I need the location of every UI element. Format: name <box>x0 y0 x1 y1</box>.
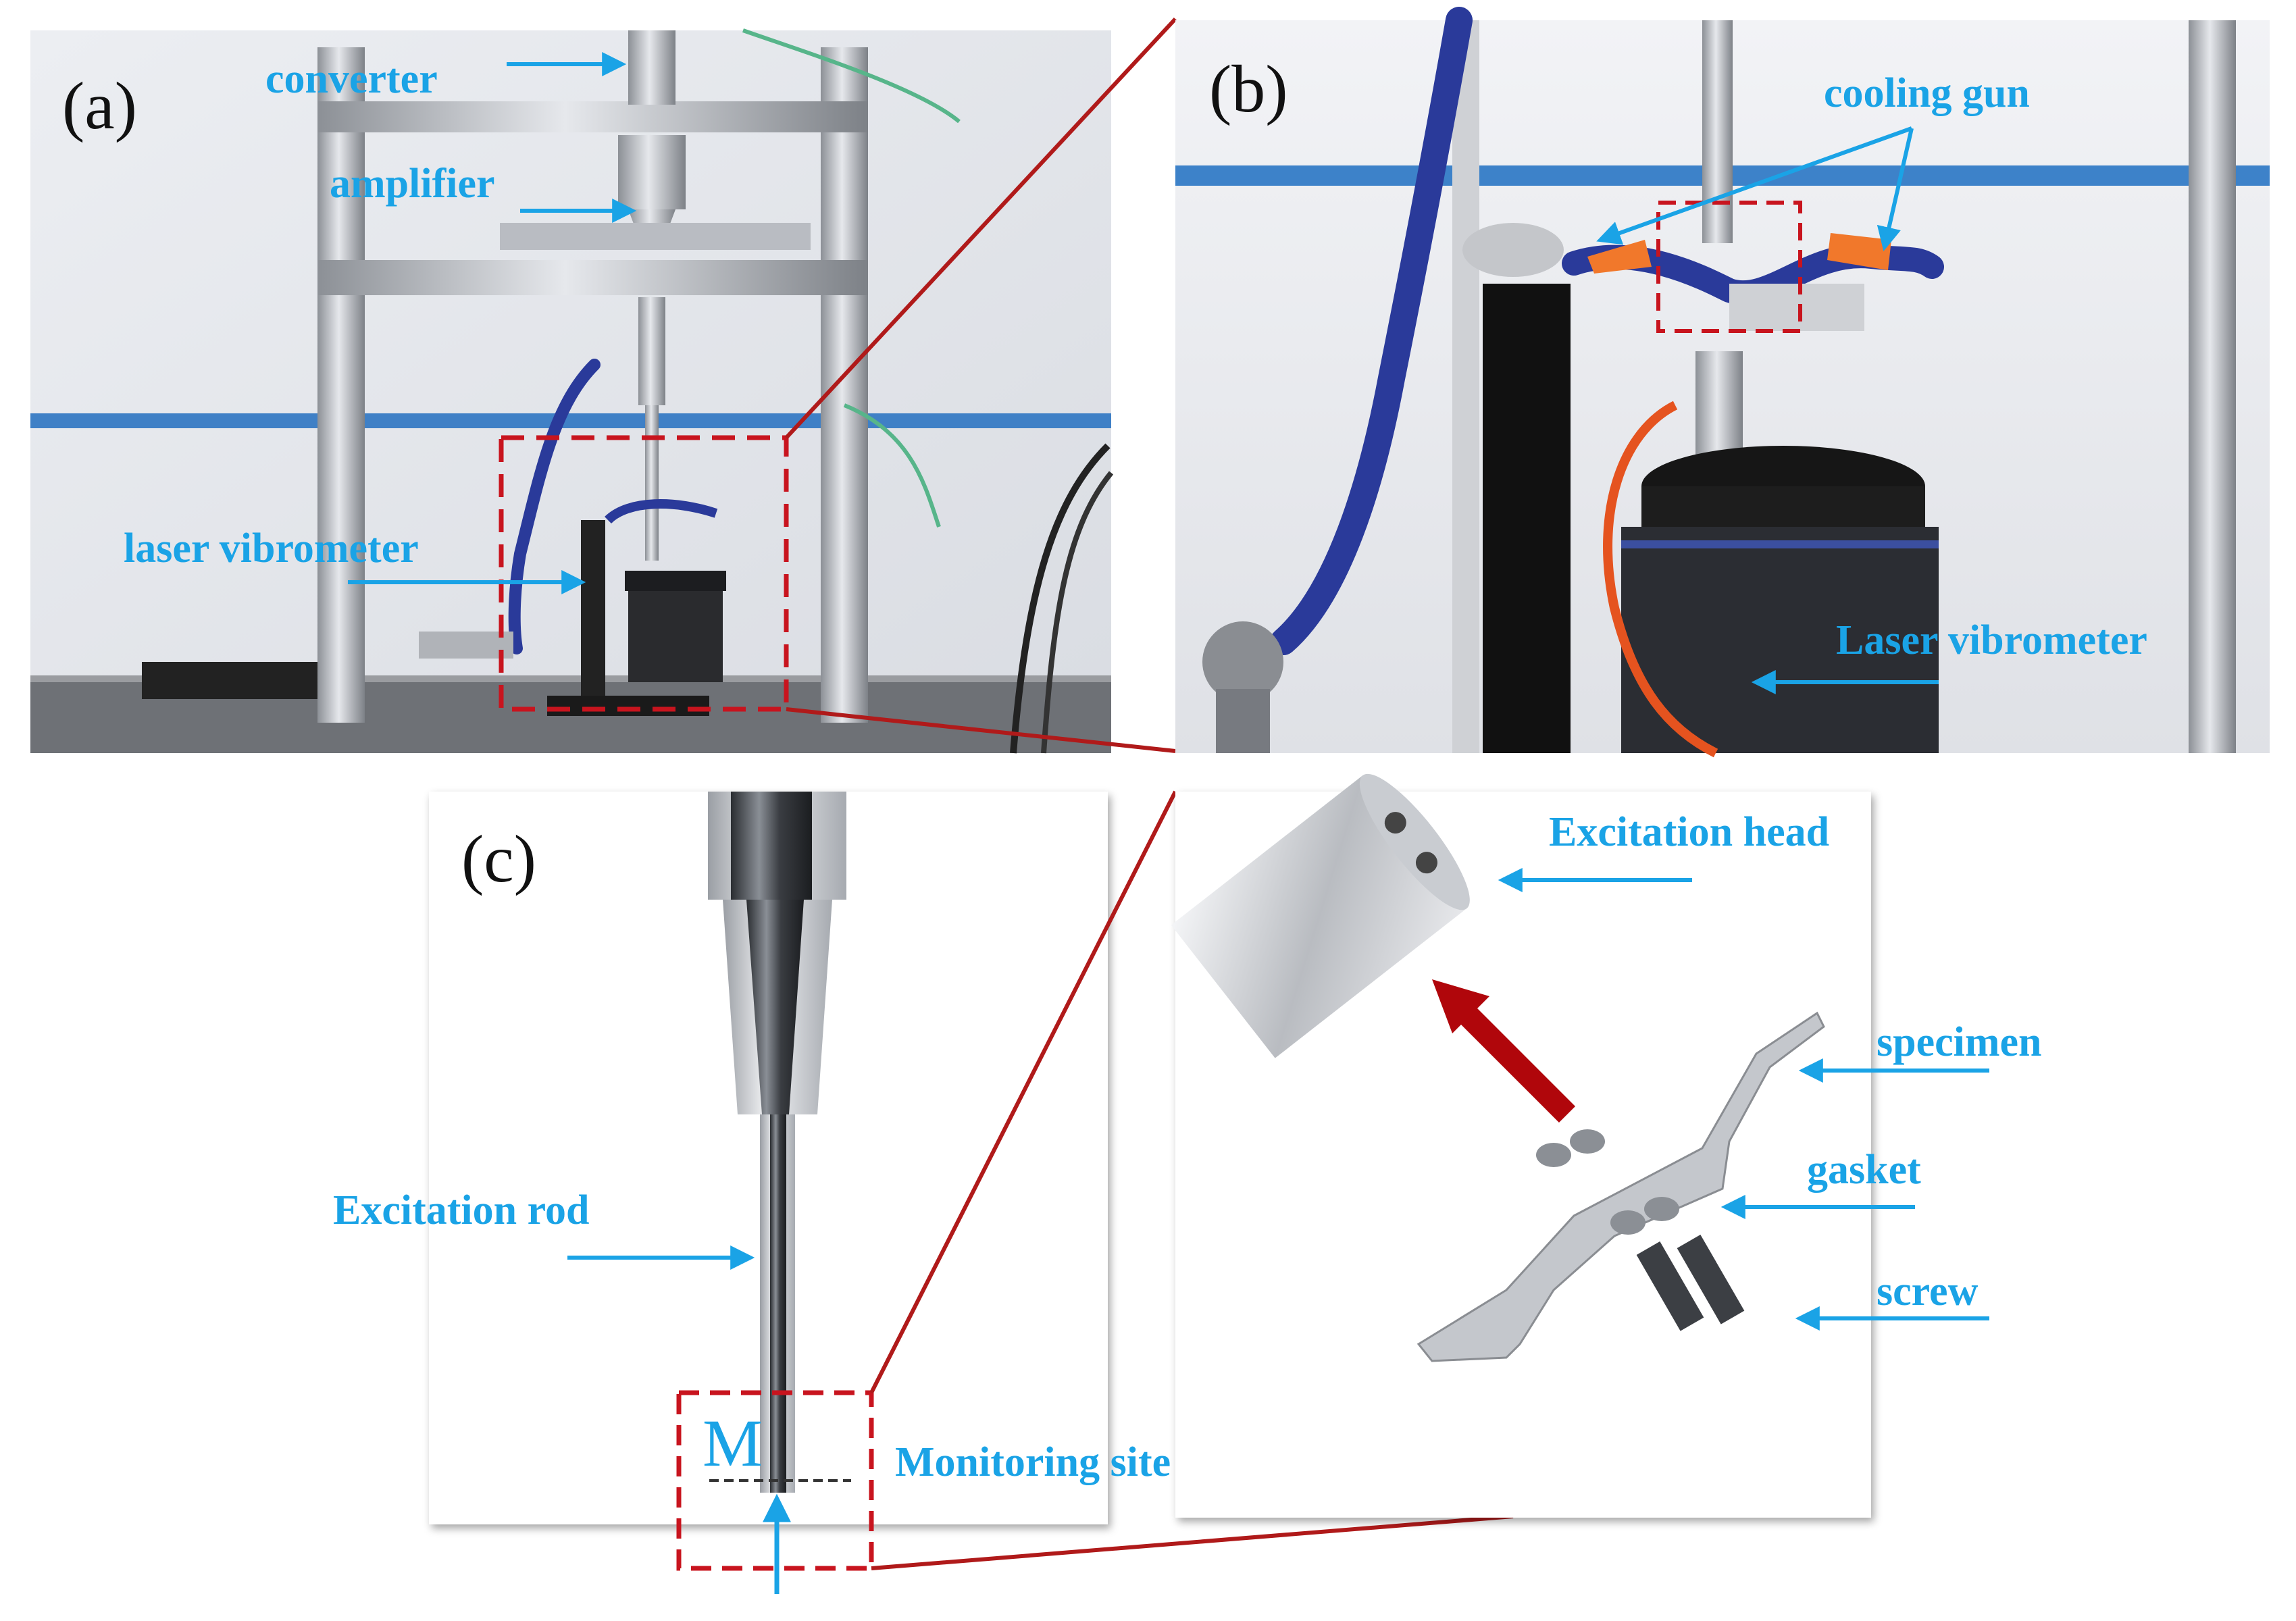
zoom-line-c-bottom <box>871 1514 1514 1570</box>
label-laser-vibrometer-a: laser vibrometer <box>124 525 419 571</box>
label-converter: converter <box>265 56 438 102</box>
label-monitoring-site: Monitoring site <box>895 1439 1171 1485</box>
label-amplifier: amplifier <box>330 161 495 207</box>
panel-c-exploded-render <box>1171 773 1871 1518</box>
label-excitation-head: Excitation head <box>1549 809 1829 855</box>
panel-b-label: (b) <box>1209 51 1288 126</box>
zoom-line-a-b-bottom <box>786 707 1176 753</box>
zoom-line-a-b-top <box>784 17 1177 440</box>
panel-c-label: (c) <box>461 821 536 896</box>
label-laser-vibrometer-b: Laser vibrometer <box>1836 617 2147 663</box>
panel-c-rod-render <box>429 792 1108 1571</box>
monitoring-point-marker: M <box>703 1406 763 1481</box>
arrow-cooling-gun-left <box>1596 126 1913 245</box>
label-screw: screw <box>1877 1268 1979 1314</box>
panel-b-photo <box>1175 7 2270 758</box>
panel-a-photo <box>30 28 1114 754</box>
labels-layer: converter amplifier laser vibrometer coo… <box>124 52 2147 1594</box>
label-specimen: specimen <box>1877 1019 2042 1065</box>
label-gasket: gasket <box>1807 1147 1921 1193</box>
arrow-cooling-gun-right <box>1877 128 1914 252</box>
label-cooling-gun: cooling gun <box>1824 70 2030 116</box>
panel-a-label: (a) <box>62 68 137 143</box>
zoom-line-c-top <box>869 790 1177 1394</box>
label-excitation-rod: Excitation rod <box>333 1187 589 1233</box>
